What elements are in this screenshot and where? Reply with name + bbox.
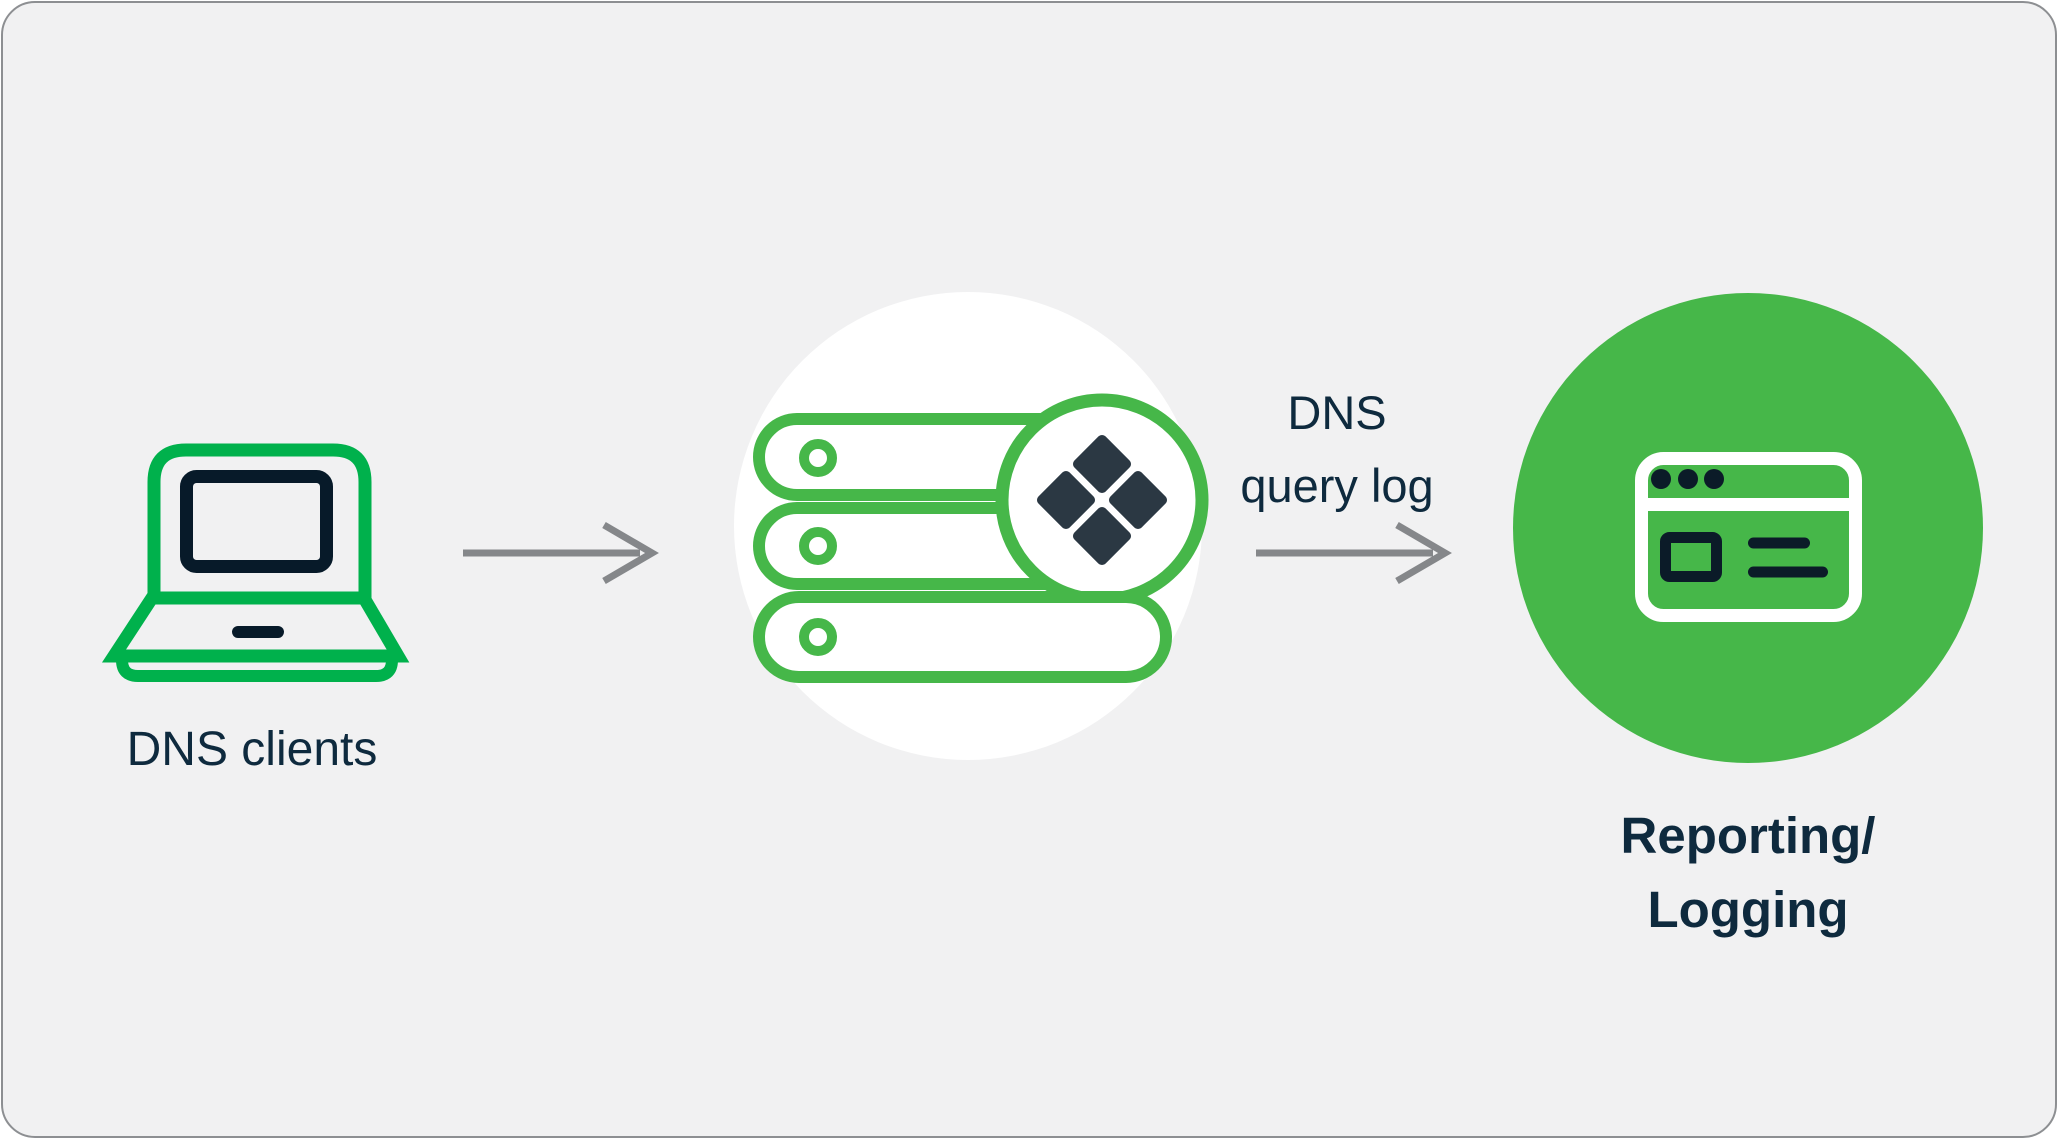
server-unit-3 [753,591,1172,683]
server-stack-icon [734,292,1209,760]
browser-window-icon [1635,452,1862,622]
reporting-node [1513,293,1983,763]
dns-clients-label: DNS clients [126,723,378,776]
diamond-logo-icon [995,393,1209,607]
arrow-right-icon [1256,521,1452,585]
laptop-screen [180,470,333,573]
laptop-icon [101,443,410,682]
laptop-touchpad [232,626,284,638]
reporting-label-line2: Logging [1647,881,1849,938]
arrow-right-icon [463,521,659,585]
dns-query-log-label-line2: query log [1240,459,1434,512]
dns-query-log-label: DNS query log [1187,376,1487,522]
reporting-circle [1513,293,1983,763]
reporting-logging-label: Reporting/ Logging [1518,799,1978,947]
reporting-label-line1: Reporting/ [1620,807,1876,864]
dns-query-log-label-line1: DNS [1287,386,1387,439]
